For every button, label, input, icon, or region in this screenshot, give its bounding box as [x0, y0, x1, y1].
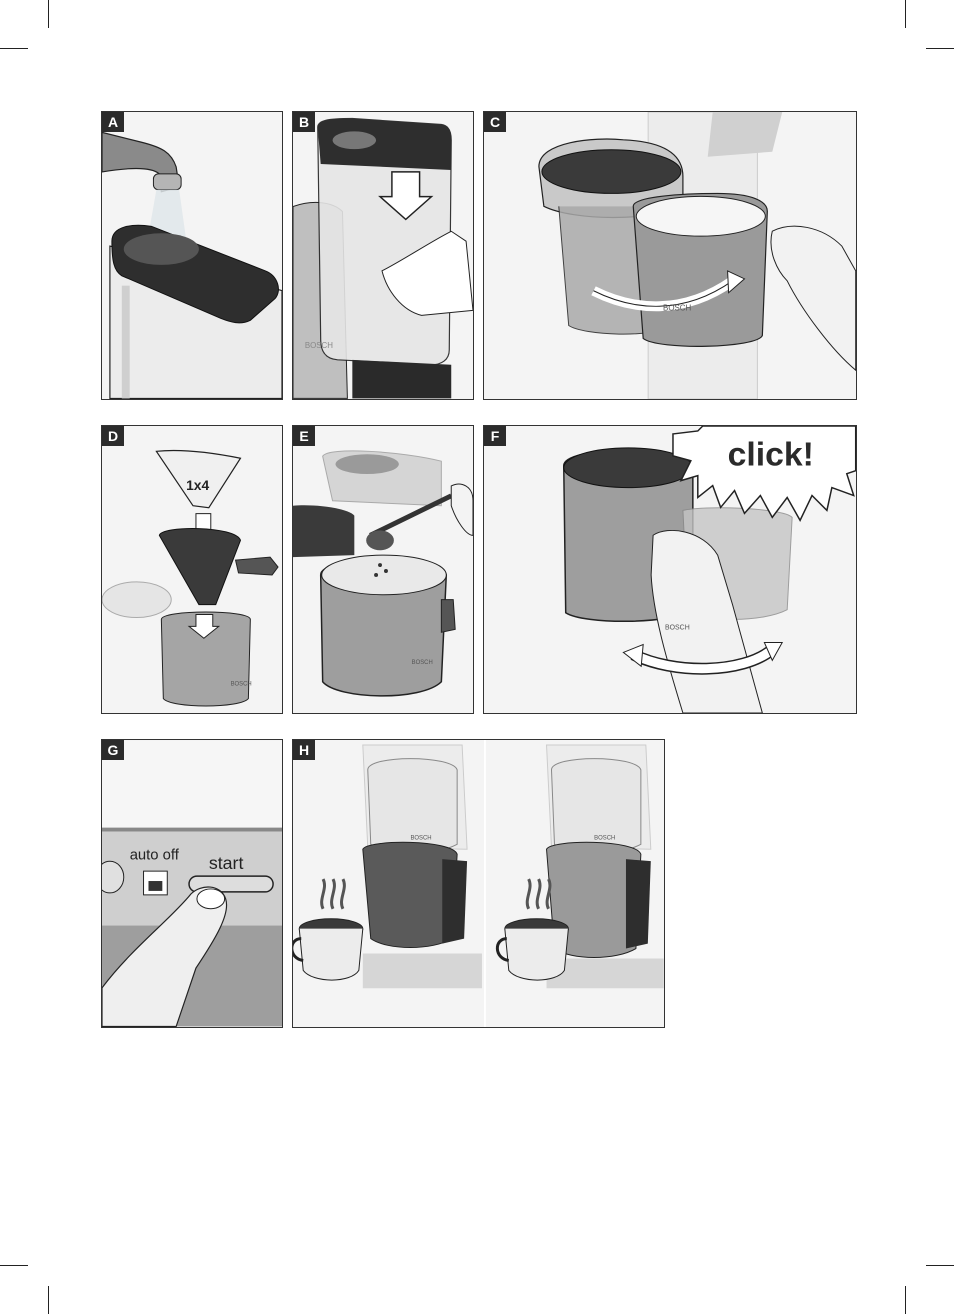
panel-g: G auto off start	[101, 739, 283, 1028]
panel-b: B BOSCH	[292, 111, 474, 400]
auto-off-icon-detail	[148, 881, 163, 891]
filter-size-label: 1x4	[186, 477, 209, 493]
auto-off-label: auto off	[130, 847, 180, 863]
panel-label: H	[293, 740, 315, 760]
panel-label: G	[102, 740, 124, 760]
panel-label: C	[484, 112, 506, 132]
brand-logo: BOSCH	[412, 660, 433, 666]
panel-h: H BOSCH BOSCH	[292, 739, 665, 1028]
coffee-ready-illustration: BOSCH BOSCH	[293, 740, 664, 1027]
brand-logo: BOSCH	[231, 682, 252, 688]
swing-filter-illustration: BOSCH	[538, 112, 856, 399]
panel-a: A	[101, 111, 283, 400]
crop-mark	[0, 48, 28, 49]
panel-label: F	[484, 426, 506, 446]
panel-c: C BOSCH	[483, 111, 857, 400]
crop-mark	[48, 1286, 49, 1314]
crop-mark	[0, 1265, 28, 1266]
brand-logo: BOSCH	[663, 304, 691, 313]
click-sound-text: click!	[728, 436, 814, 474]
brand-logo: BOSCH	[665, 625, 690, 632]
start-label: start	[209, 853, 244, 873]
panel-label: B	[293, 112, 315, 132]
start-button-illustration: auto off start	[102, 740, 282, 1027]
crop-mark	[48, 0, 49, 28]
panel-f: F click! BOSCH	[483, 425, 857, 714]
panel-d: D 1x4 BOSCH	[101, 425, 283, 714]
insert-tank-illustration: BOSCH	[293, 117, 473, 399]
panel-label: E	[293, 426, 315, 446]
panel-label: A	[102, 112, 124, 132]
crop-mark	[926, 48, 954, 49]
crop-mark	[905, 0, 906, 28]
water-tap-illustration	[102, 131, 282, 399]
lock-filter-illustration: click! BOSCH	[562, 426, 856, 713]
crop-mark	[905, 1286, 906, 1314]
brand-logo: BOSCH	[410, 835, 431, 841]
add-coffee-illustration: BOSCH	[293, 450, 473, 697]
click-burst-shape	[672, 426, 856, 522]
brand-logo: BOSCH	[305, 341, 333, 350]
panel-label: D	[102, 426, 124, 446]
panel-e: E BOSCH	[292, 425, 474, 714]
crop-mark	[926, 1265, 954, 1266]
brand-logo: BOSCH	[594, 835, 615, 841]
filter-paper-illustration: 1x4 BOSCH	[102, 449, 279, 707]
